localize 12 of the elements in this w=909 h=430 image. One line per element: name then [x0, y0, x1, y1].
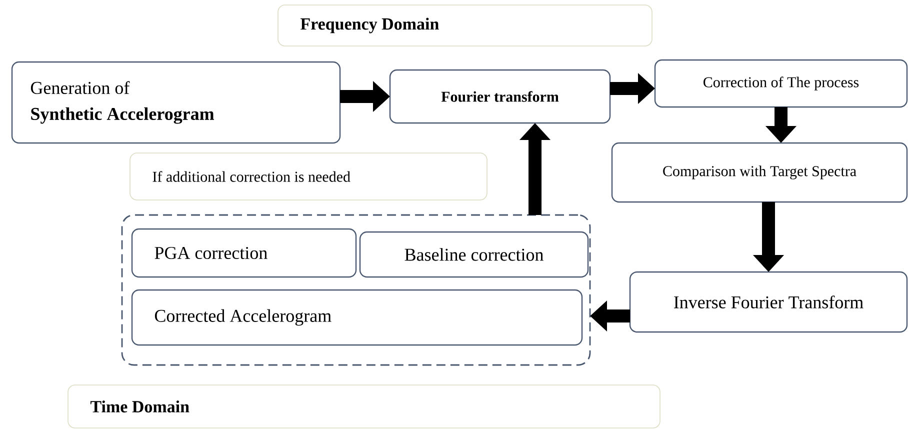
process-box: Comparison with Target Spectra [611, 142, 908, 203]
process-box: Correction of The process [654, 59, 908, 108]
label-box: If additional correction is needed [130, 152, 488, 200]
label-box: Time Domain [68, 384, 660, 428]
process-box: Generation of Synthetic Accelerogram [11, 61, 341, 144]
process-box: PGA correction [131, 228, 357, 278]
label-box: Frequency Domain [278, 4, 652, 46]
process-box: Baseline correction [359, 231, 589, 278]
dashed-group-box [121, 214, 591, 366]
process-box: Fourier transform [389, 69, 611, 124]
process-box: Corrected Accelerogram [131, 289, 583, 346]
process-box: Inverse Fourier Transform [629, 271, 908, 333]
